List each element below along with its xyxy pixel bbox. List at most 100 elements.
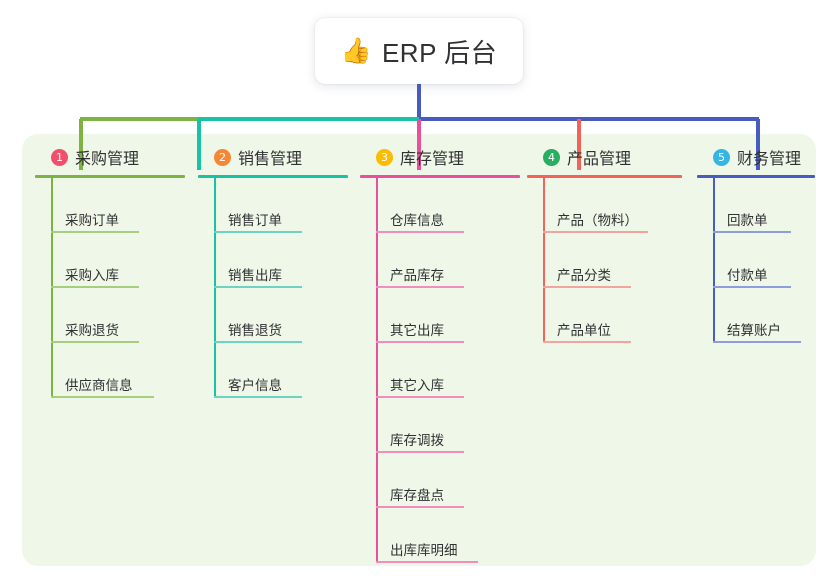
- tree-item[interactable]: 采购订单: [51, 178, 185, 233]
- tree-item-label: 库存调拨: [390, 433, 444, 448]
- tree-item-rule: [543, 341, 631, 343]
- tree-item[interactable]: 库存盘点: [376, 453, 520, 508]
- tree-item[interactable]: 结算账户: [713, 288, 815, 343]
- tree-item-rule: [214, 286, 302, 288]
- tree-item[interactable]: 客户信息: [214, 343, 348, 398]
- column-header-rule: [527, 175, 682, 178]
- column-badge-2: 2: [214, 148, 231, 166]
- column-badge-1: 1: [51, 148, 68, 166]
- column-header-rule: [35, 175, 185, 178]
- tree-item[interactable]: 产品（物料）: [543, 178, 682, 233]
- tree-item[interactable]: 出库库明细: [376, 508, 520, 563]
- tree-item[interactable]: 产品库存: [376, 233, 520, 288]
- tree-item-label: 仓库信息: [390, 213, 444, 228]
- tree-item[interactable]: 其它出库: [376, 288, 520, 343]
- tree-item[interactable]: 产品单位: [543, 288, 682, 343]
- column-2: 2 销售管理销售订单销售出库销售退货客户信息: [198, 145, 348, 398]
- tree-item-rule: [51, 286, 139, 288]
- tree-item-label: 回款单: [727, 213, 768, 228]
- tree-item-rule: [713, 231, 791, 233]
- column-header-rule: [198, 175, 348, 178]
- column-items: 仓库信息产品库存其它出库其它入库库存调拨库存盘点出库库明细: [360, 178, 520, 563]
- thumbs-up-icon: 👍: [340, 36, 372, 65]
- tree-item-rule: [214, 341, 302, 343]
- tree-item-rule: [51, 341, 139, 343]
- tree-item-label: 其它入库: [390, 378, 444, 393]
- tree-item-label: 产品（物料）: [557, 213, 638, 228]
- tree-item-label: 销售订单: [228, 213, 282, 228]
- tree-item[interactable]: 销售出库: [214, 233, 348, 288]
- tree-item-rule: [51, 231, 139, 233]
- tree-item[interactable]: 采购退货: [51, 288, 185, 343]
- tree-item-rule: [376, 231, 464, 233]
- tree-item-rule: [376, 396, 464, 398]
- column-spine: [713, 178, 715, 343]
- column-items: 回款单付款单结算账户: [697, 178, 815, 343]
- column-header-2[interactable]: 2 销售管理: [198, 145, 348, 169]
- column-title: 销售管理: [238, 151, 303, 168]
- tree-item-label: 销售退货: [228, 323, 282, 338]
- column-spine: [51, 178, 53, 398]
- tree-item-label: 采购退货: [65, 323, 119, 338]
- tree-item-label: 其它出库: [390, 323, 444, 338]
- root-node-card[interactable]: 👍 ERP 后台: [315, 18, 523, 84]
- column-title: 库存管理: [400, 151, 465, 168]
- column-items: 采购订单采购入库采购退货供应商信息: [35, 178, 185, 398]
- column-badge-5: 5: [713, 148, 730, 166]
- column-header-1[interactable]: 1 采购管理: [35, 145, 185, 169]
- tree-item-rule: [376, 506, 464, 508]
- tree-item-rule: [376, 286, 464, 288]
- tree-item-rule: [214, 231, 302, 233]
- tree-item[interactable]: 其它入库: [376, 343, 520, 398]
- column-3: 3 库存管理仓库信息产品库存其它出库其它入库库存调拨库存盘点出库库明细: [360, 145, 520, 563]
- tree-item-label: 结算账户: [727, 323, 781, 338]
- column-header-rule: [360, 175, 520, 178]
- tree-item[interactable]: 付款单: [713, 233, 815, 288]
- tree-item-rule: [543, 286, 631, 288]
- tree-item[interactable]: 仓库信息: [376, 178, 520, 233]
- tree-item-label: 采购入库: [65, 268, 119, 283]
- tree-item-rule: [376, 341, 464, 343]
- tree-item-label: 客户信息: [228, 378, 282, 393]
- tree-item[interactable]: 采购入库: [51, 233, 185, 288]
- tree-item-label: 销售出库: [228, 268, 282, 283]
- tree-item-label: 供应商信息: [65, 378, 133, 393]
- tree-item-rule: [214, 396, 302, 398]
- tree-item-label: 产品分类: [557, 268, 611, 283]
- columns-background-panel: [22, 134, 816, 566]
- tree-item[interactable]: 产品分类: [543, 233, 682, 288]
- tree-item-rule: [51, 396, 154, 398]
- tree-item-label: 库存盘点: [390, 488, 444, 503]
- tree-item-label: 产品库存: [390, 268, 444, 283]
- column-badge-3: 3: [376, 148, 393, 166]
- column-items: 销售订单销售出库销售退货客户信息: [198, 178, 348, 398]
- column-header-rule: [697, 175, 815, 178]
- tree-item-label: 采购订单: [65, 213, 119, 228]
- tree-item-rule: [713, 341, 801, 343]
- tree-item[interactable]: 回款单: [713, 178, 815, 233]
- column-spine: [376, 178, 378, 563]
- tree-item[interactable]: 供应商信息: [51, 343, 185, 398]
- tree-item[interactable]: 销售退货: [214, 288, 348, 343]
- tree-item-rule: [376, 451, 464, 453]
- column-1: 1 采购管理采购订单采购入库采购退货供应商信息: [35, 145, 185, 398]
- column-items: 产品（物料） 产品分类产品单位: [527, 178, 682, 343]
- tree-item-rule: [543, 231, 648, 233]
- column-title: 产品管理: [567, 151, 632, 168]
- tree-item[interactable]: 库存调拨: [376, 398, 520, 453]
- column-spine: [543, 178, 545, 343]
- tree-item-rule: [713, 286, 791, 288]
- root-node-title: ERP 后台: [381, 37, 498, 68]
- tree-item-label: 付款单: [727, 268, 768, 283]
- tree-item-rule: [376, 561, 478, 563]
- column-header-3[interactable]: 3 库存管理: [360, 145, 520, 169]
- column-title: 采购管理: [75, 151, 140, 168]
- tree-item-label: 出库库明细: [390, 543, 458, 558]
- tree-item-label: 产品单位: [557, 323, 611, 338]
- tree-item[interactable]: 销售订单: [214, 178, 348, 233]
